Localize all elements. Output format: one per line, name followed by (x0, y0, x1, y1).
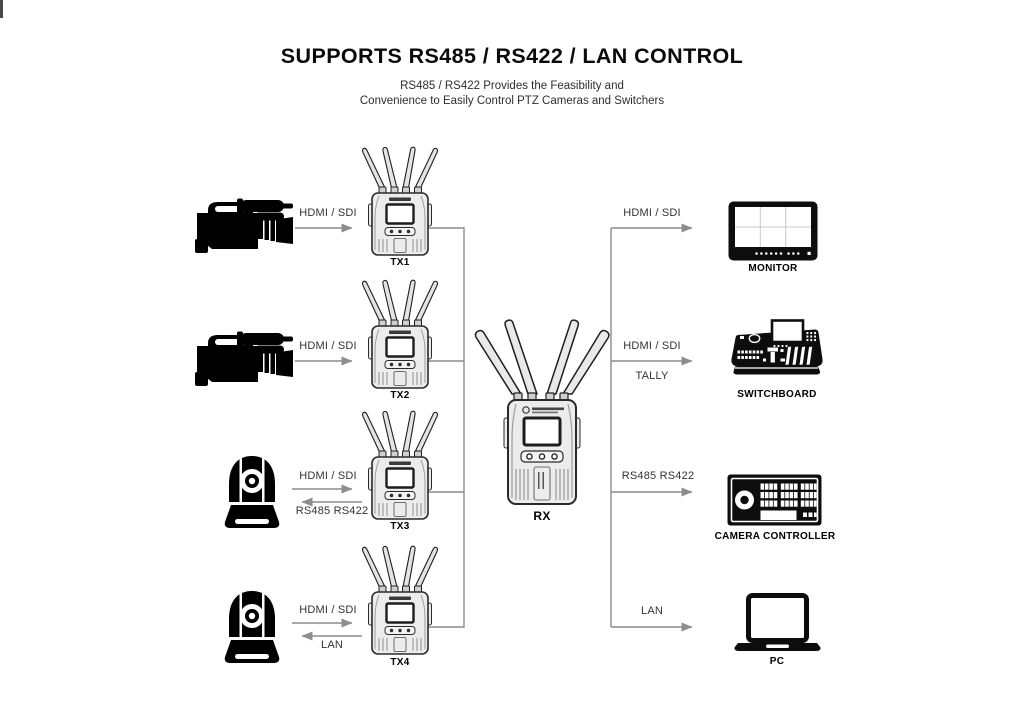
link-label-switchboard-hdmi-sdi: HDMI / SDI (623, 340, 681, 352)
tx1-transmitter-icon (358, 145, 442, 258)
monitor-label: MONITOR (748, 263, 798, 274)
tx1-label: TX1 (390, 257, 410, 268)
link-label-cam2-hdmi-sdi: HDMI / SDI (299, 340, 357, 352)
ptz-camera-2-icon (221, 589, 283, 665)
pc-label: PC (769, 656, 785, 667)
subtitle-line-2: Convenience to Easily Control PTZ Camera… (359, 94, 665, 107)
switchboard-label: SWITCHBOARD (737, 389, 817, 400)
camera-controller-icon (727, 474, 822, 526)
page-title: SUPPORTS RS485 / RS422 / LAN CONTROL (280, 44, 744, 68)
link-label-cam1-hdmi-sdi: HDMI / SDI (299, 207, 357, 219)
tx2-transmitter-icon (358, 278, 442, 391)
link-label-pc-lan: LAN (641, 605, 663, 617)
tx2-label: TX2 (390, 390, 410, 401)
rx-label: RX (533, 509, 551, 523)
link-label-ptz2-lan: LAN (321, 639, 343, 651)
tx4-transmitter-icon (358, 544, 442, 657)
rx-output-bus (610, 223, 693, 632)
link-label-controller-rs485-rs422: RS485 RS422 (621, 470, 695, 482)
link-label-ptz1-hdmi-sdi: HDMI / SDI (299, 470, 357, 482)
tx4-label: TX4 (390, 657, 410, 668)
link-label-ptz1-rs485-rs422: RS485 RS422 (295, 505, 369, 517)
camcorder-1-icon (192, 197, 297, 259)
switchboard-icon (729, 319, 824, 384)
link-label-monitor-hdmi-sdi: HDMI / SDI (623, 207, 681, 219)
page-edge-mark (0, 0, 3, 18)
page-subtitle: RS485 / RS422 Provides the Feasibility a… (360, 79, 664, 108)
link-label-ptz2-hdmi-sdi: HDMI / SDI (299, 604, 357, 616)
tx3-transmitter-icon (358, 409, 442, 522)
monitor-icon (728, 201, 818, 261)
link-label-switchboard-tally: TALLY (635, 370, 669, 382)
tx-bus-lines (427, 227, 465, 628)
subtitle-line-1: RS485 / RS422 Provides the Feasibility a… (400, 80, 624, 92)
rx-receiver-icon (468, 314, 616, 508)
tx3-label: TX3 (390, 521, 410, 532)
laptop-icon (734, 593, 821, 653)
camera-controller-label: CAMERA CONTROLLER (714, 531, 836, 542)
ptz-camera-1-icon (221, 454, 283, 530)
camcorder-2-icon (192, 330, 297, 392)
source-to-tx-arrows (292, 223, 362, 641)
